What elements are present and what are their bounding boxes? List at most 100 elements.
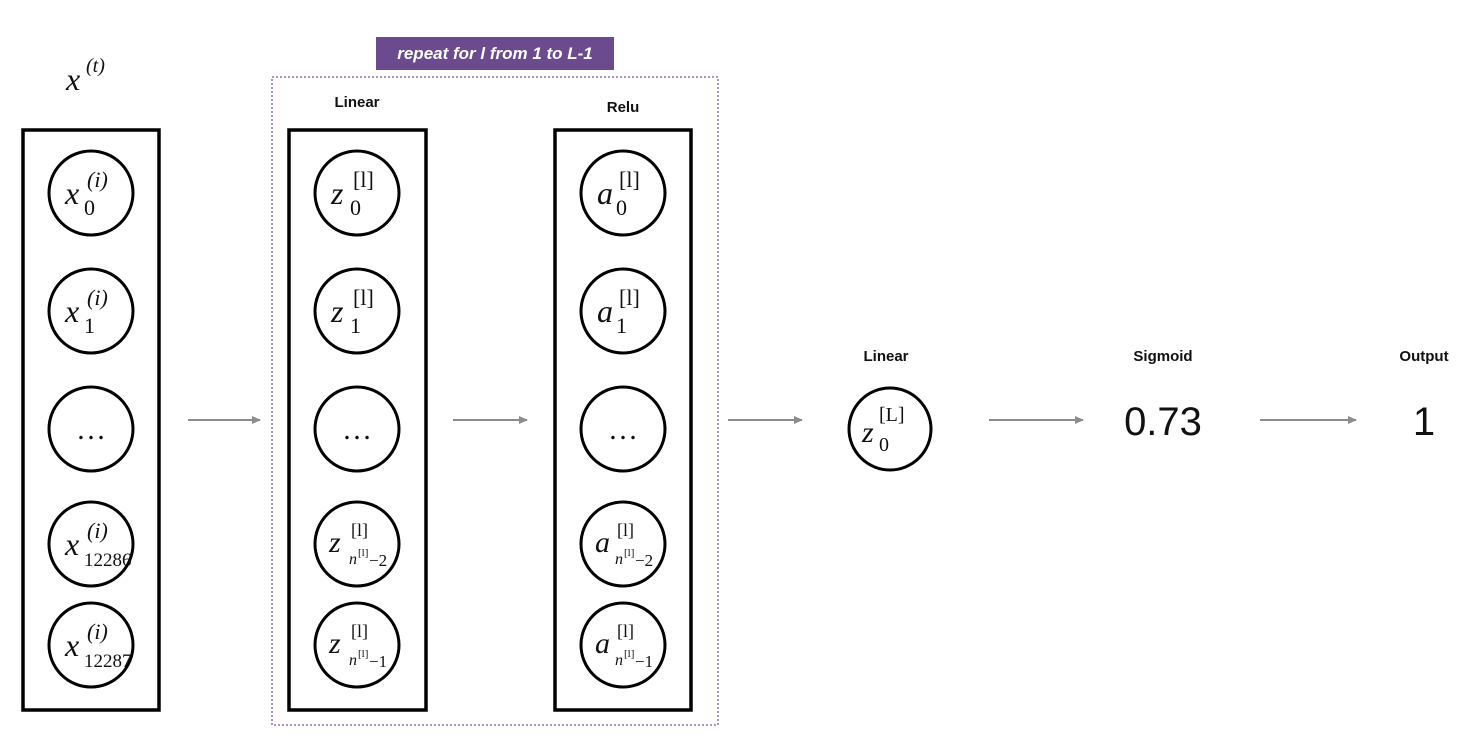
relu-ellipsis: … [608,413,638,446]
input-layer-box [21,128,161,712]
linear-node-sub: 1 [350,313,361,338]
relu-node-sub: 1 [616,313,627,338]
final-linear-node-base: z [861,416,874,449]
relu-node: a [l] 0 [579,149,667,237]
linear-node-sub-tail: −1 [369,652,387,671]
relu-node-sub-sup: [l] [624,547,634,559]
input-node-base: x [64,293,79,329]
relu-node-sup: [l] [619,167,640,192]
repeat-banner-bg [376,37,614,70]
relu-nodes: a[l]0a[l]1…a[l]n[l]−2a[l]n[l]−1 [579,149,667,689]
relu-node-sub-tail: −2 [635,551,653,570]
input-node: x (i) 12287 [47,601,135,689]
linear-node-sub-base: n [349,551,357,568]
linear-node-sub-sup: [l] [358,648,368,660]
linear-node-circle [313,601,401,689]
relu-node-sup: [l] [619,285,640,310]
linear-node-base: z [328,627,341,660]
output-label: Output [1399,348,1448,365]
input-node-circle [47,500,135,588]
input-node-sub: 0 [84,195,95,220]
linear-node-base: z [328,526,341,559]
relu-node-circle [579,500,667,588]
linear-node-circle [313,149,401,237]
input-node-base: x [64,627,79,663]
final-linear-node: z [L] 0 [847,386,933,472]
sigmoid-value: 0.73 [1124,400,1202,444]
final-linear-node-sub: 0 [879,434,889,456]
relu-node: a [l] 1 [579,267,667,355]
linear-node: z [l] 1 [313,267,401,355]
relu-node: … [579,385,667,473]
input-node-circle [47,601,135,689]
linear-node-sub-tail: −2 [369,551,387,570]
relu-node-sub: 0 [616,195,627,220]
input-node: x (i) 12286 [47,500,135,588]
linear-node-circle [313,385,401,473]
input-node: x (i) 0 [47,149,135,237]
input-ellipsis: … [76,413,106,446]
input-node-base: x [64,526,79,562]
relu-node: a[l]n[l]−1 [579,601,667,689]
input-node-sub: 12287 [84,651,132,672]
linear-node-base: z [330,293,344,329]
repeat-region-border [271,76,719,726]
input-node-sub: 12286 [84,550,132,571]
relu-node-base: a [597,175,613,211]
input-header-sup: (t) [86,55,105,77]
repeat-banner-text: repeat for l from 1 to L-1 [397,44,593,63]
input-node: … [47,385,135,473]
final-linear-node-sup: [L] [879,404,905,426]
linear-node-circle [313,500,401,588]
relu-column-label: Relu [607,99,640,116]
linear-ellipsis: … [342,413,372,446]
linear-node-sub-base: n [349,652,357,669]
sigmoid-label: Sigmoid [1133,348,1192,365]
relu-layer-box [553,128,693,712]
linear-node-circle [313,267,401,355]
linear-node-sup: [l] [351,520,368,540]
input-node-circle [47,267,135,355]
relu-node-sup: [l] [617,621,634,641]
relu-node-base: a [595,526,610,559]
input-node-sub: 1 [84,313,95,338]
linear-layer-box [287,128,428,712]
linear-column-label: Linear [334,94,379,111]
linear-node: … [313,385,401,473]
linear-node: z[l]n[l]−1 [313,601,401,689]
relu-node-circle [579,385,667,473]
output-value: 1 [1413,400,1435,444]
relu-node-base: a [595,627,610,660]
input-header-base: x [65,61,80,97]
input-node-sup: (i) [87,285,108,310]
linear-node-sup: [l] [353,285,374,310]
relu-node-sub-base: n [615,652,623,669]
linear-node-sup: [l] [353,167,374,192]
linear-node: z [l] 0 [313,149,401,237]
final-linear-label: Linear [863,348,908,365]
relu-node: a[l]n[l]−2 [579,500,667,588]
input-header: x (t) [65,55,105,97]
input-node-sup: (i) [87,518,108,543]
linear-nodes: z[l]0z[l]1…z[l]n[l]−2z[l]n[l]−1 [313,149,401,689]
linear-node-sup: [l] [351,621,368,641]
linear-node-sub: 0 [350,195,361,220]
input-node-sup: (i) [87,619,108,644]
relu-node-sub-tail: −1 [635,652,653,671]
linear-node-sub-sup: [l] [358,547,368,559]
input-node-sup: (i) [87,167,108,192]
linear-node: z[l]n[l]−2 [313,500,401,588]
relu-node-circle [579,601,667,689]
relu-node-sub-sup: [l] [624,648,634,660]
relu-node-circle [579,267,667,355]
input-node-circle [47,149,135,237]
repeat-banner: repeat for l from 1 to L-1 [376,37,614,70]
relu-node-base: a [597,293,613,329]
input-node-circle [47,385,135,473]
input-node: x (i) 1 [47,267,135,355]
linear-node-base: z [330,175,344,211]
input-node-base: x [64,175,79,211]
relu-node-circle [579,149,667,237]
